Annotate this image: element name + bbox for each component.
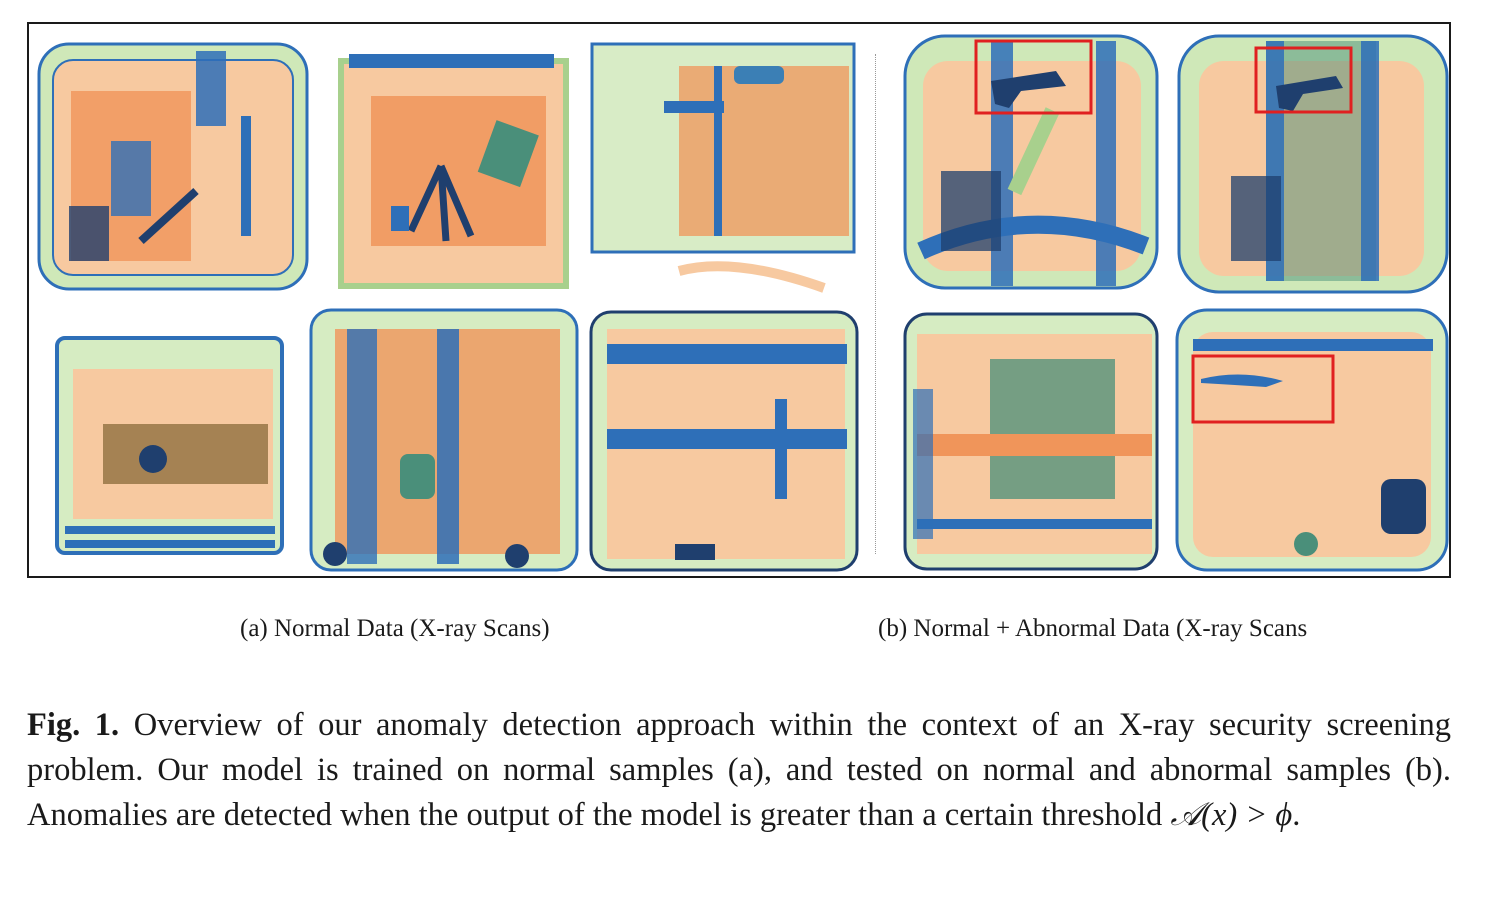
caption-math: 𝒜(x) > ϕ bbox=[1170, 797, 1293, 833]
xray-abnormal-4 bbox=[1171, 304, 1449, 576]
xray-normal-5 bbox=[305, 304, 583, 576]
xray-abnormal-2 bbox=[1171, 26, 1449, 302]
xray-normal-2 bbox=[321, 26, 583, 302]
xray-normal-3 bbox=[584, 26, 858, 302]
panel-separator bbox=[875, 54, 876, 554]
gun-silhouette bbox=[1276, 76, 1343, 111]
figure-image-grid bbox=[27, 22, 1451, 578]
xray-normal-1 bbox=[31, 26, 315, 302]
xray-abnormal-3 bbox=[895, 304, 1167, 576]
xray-abnormal-1 bbox=[891, 26, 1167, 302]
subcaption-a: (a) Normal Data (X-ray Scans) bbox=[240, 615, 550, 642]
figure-caption: Fig. 1. Overview of our anomaly detectio… bbox=[27, 703, 1451, 838]
caption-end: . bbox=[1292, 797, 1301, 833]
caption-label: Fig. 1. bbox=[27, 707, 120, 743]
xray-normal-4 bbox=[31, 304, 303, 576]
gun-silhouette bbox=[991, 71, 1066, 108]
anomaly-highlight-box bbox=[1191, 354, 1335, 424]
knife-silhouette bbox=[1201, 374, 1283, 387]
anomaly-highlight-box bbox=[974, 39, 1093, 115]
xray-normal-6 bbox=[585, 304, 863, 576]
anomaly-highlight-box bbox=[1254, 46, 1353, 114]
subcaption-b: (b) Normal + Abnormal Data (X-ray Scans bbox=[878, 615, 1308, 642]
caption-text: Overview of our anomaly detection approa… bbox=[27, 707, 1451, 833]
